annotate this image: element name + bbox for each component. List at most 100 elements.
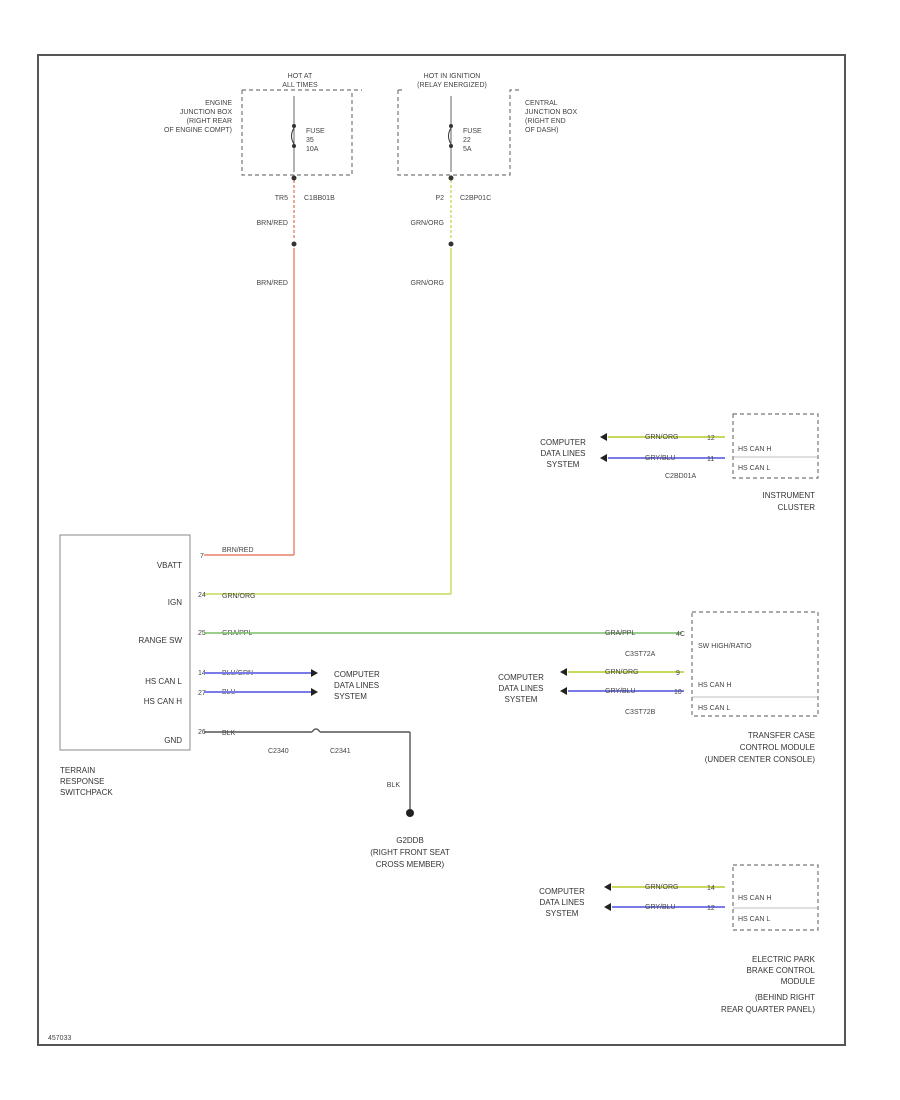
ic-label-2: CLUSTER [778,503,816,512]
engine-box-label-4: OF ENGINE COMPT) [164,127,232,134]
ic-arrow-1-icon [600,433,607,441]
wire-blk [204,728,411,810]
pin-num-gnd: 26 [198,729,206,736]
ic-pin-num-1: 12 [707,435,715,442]
central-box-label-2: JUNCTION BOX [525,109,577,116]
wire-grnorg-label-mid: GRN/ORG [411,280,444,287]
fuse-right-terminal [448,175,454,181]
pb-label-3: MODULE [781,977,815,986]
fuse-35-symbol [291,96,296,172]
ground-connector-1: C2340 [268,748,289,755]
pin-ign: IGN [168,598,182,607]
fuse-22-symbol [448,96,453,172]
terrain-switchpack-box [59,534,191,751]
pb-label-1: ELECTRIC PARK [752,955,816,964]
pb-label-2: BRAKE CONTROL [747,966,816,975]
wire-label-gnd: BLK [222,730,236,737]
diagram-border [37,54,846,1046]
fuse-22-amps: 5A [463,146,472,153]
fuse-35-amps: 10A [306,146,319,153]
pb-data-label-2: DATA LINES [539,898,584,907]
ic-wire-label-1: GRN/ORG [645,434,678,441]
tc-label-2: CONTROL MODULE [740,743,815,752]
pin-range-sw: RANGE SW [138,636,182,645]
tc-connector: C3ST72B [625,709,656,716]
tc-data-label-3: SYSTEM [505,695,538,704]
wire-brnred-label-top: BRN/RED [256,220,288,227]
ground-label-3: CROSS MEMBER) [376,860,445,869]
wire-brnred-splice [291,241,297,247]
fuse-right-connector: C2BP01C [460,195,491,202]
tc-pin-num-1: 9 [676,670,680,677]
fuse-left-terminal [291,175,297,181]
transfer-case-box [691,611,819,717]
tc-pin-can-l: HS CAN L [698,705,730,712]
tc-wire-label-2: GRY/BLU [605,688,636,695]
wire-label-ign: GRN/ORG [222,593,255,600]
tc-data-label-1: COMPUTER [498,673,544,682]
wire-grnorg [204,175,452,595]
ground-wire-label: BLK [387,782,401,789]
central-junction-box [397,89,520,176]
terrain-data-label-3: SYSTEM [334,692,367,701]
arrow-can-h-icon [311,688,318,696]
ic-wire-label-2: GRY/BLU [645,455,676,462]
pin-num-hs-can-h: 27 [198,690,206,697]
ground-point-icon [406,809,414,817]
engine-box-label-3: (RIGHT REAR [187,118,232,125]
wire-grnorg-label-top: GRN/ORG [411,220,444,227]
tc-range-pin: 4C [676,631,685,638]
ic-data-label-3: SYSTEM [547,460,580,469]
ground-connector-2: C2341 [330,748,351,755]
ic-arrow-2-icon [600,454,607,462]
ground-label-1: G2DDB [396,836,424,845]
ic-data-label-1: COMPUTER [540,438,586,447]
central-box-label-3: (RIGHT END [525,118,566,125]
fuse-right-hot-line-1: HOT IN IGNITION [424,73,481,80]
pin-hs-can-l: HS CAN L [145,677,182,686]
tc-wire-label-1: GRN/ORG [605,669,638,676]
ic-pin-can-h: HS CAN H [738,446,771,453]
pin-gnd: GND [164,736,182,745]
tc-label-3: (UNDER CENTER CONSOLE) [705,755,816,764]
pb-pin-can-l: HS CAN L [738,916,770,923]
pb-label-5: REAR QUARTER PANEL) [721,1005,815,1014]
tc-label-1: TRANSFER CASE [748,731,815,740]
fuse-22-number: 22 [463,137,471,144]
ic-pin-num-2: 11 [707,456,714,463]
tc-arrow-1-icon [560,668,567,676]
engine-junction-box [241,89,362,176]
pin-num-hs-can-l: 14 [198,670,206,677]
pb-pin-can-h: HS CAN H [738,895,771,902]
ic-data-label-2: DATA LINES [540,449,585,458]
wire-brnred [204,175,295,556]
tc-range-wire-label: GRA/PPL [605,630,635,637]
park-brake-box [732,864,819,931]
arrow-can-l-icon [311,669,318,677]
pin-num-range-sw: 25 [198,630,206,637]
pb-arrow-2-icon [604,903,611,911]
fuse-left-connector: C1BB01B [304,195,335,202]
fuse-35-number: 35 [306,137,314,144]
fuse-35-label: FUSE [306,128,325,135]
tc-range-text: SW HIGH/RATIO [698,643,752,650]
pb-pin-num-1: 14 [707,885,715,892]
central-box-label-1: CENTRAL [525,100,558,107]
wire-brnred-label-mid: BRN/RED [256,280,288,287]
fuse-right-hot-line-2: (RELAY ENERGIZED) [417,82,487,89]
pin-vbatt: VBATT [157,561,182,570]
tc-data-label-2: DATA LINES [498,684,543,693]
tc-arrow-2-icon [560,687,567,695]
pb-arrow-1-icon [604,883,611,891]
terrain-label-1: TERRAIN [60,766,95,775]
fuse-left-hot-line-1: HOT AT [288,73,313,80]
central-box-label-4: OF DASH) [525,127,558,134]
pb-wire-label-1: GRN/ORG [645,884,678,891]
pb-pin-num-2: 12 [707,905,715,912]
fuse-left-hot-line-2: ALL TIMES [282,82,318,89]
fuse-right-pin: P2 [435,195,444,202]
pin-hs-can-h: HS CAN H [144,697,182,706]
fuse-left-pin: TR5 [275,195,288,202]
ground-label-2: (RIGHT FRONT SEAT [370,848,450,857]
